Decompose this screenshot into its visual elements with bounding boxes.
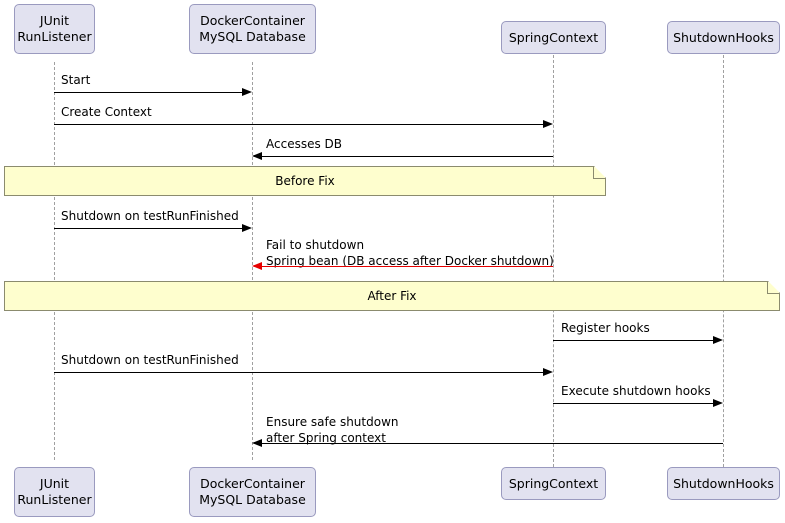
- participant-junit-bottom-label-line2: RunListener: [17, 492, 92, 507]
- note-band-after-fix-label: After Fix: [367, 289, 417, 303]
- message-label-ensure-safe-shutdown-line2: after Spring context: [266, 431, 386, 445]
- lifeline-docker: [252, 62, 253, 460]
- message-label-fail-to-shutdown-line2: Spring bean (DB access after Docker shut…: [266, 254, 554, 268]
- message-label-shutdown-after: Shutdown on testRunFinished: [61, 353, 239, 367]
- arrow-head-fail-to-shutdown: [252, 262, 262, 270]
- arrow-head-create-context: [543, 120, 553, 128]
- participant-junit-bottom[interactable]: JUnit RunListener: [14, 467, 95, 517]
- message-label-execute-shutdown-hooks: Execute shutdown hooks: [561, 384, 711, 398]
- message-line-shutdown-before: [54, 228, 243, 229]
- message-label-register-hooks: Register hooks: [561, 321, 650, 335]
- note-band-before-fix-label: Before Fix: [275, 174, 335, 188]
- message-label-start: Start: [61, 73, 91, 87]
- participant-junit-bottom-label-line1: JUnit: [39, 476, 70, 491]
- participant-hooks-bottom-label: ShutdownHooks: [673, 475, 774, 491]
- lifeline-spring: [553, 55, 554, 467]
- participant-spring-label: SpringContext: [508, 29, 599, 45]
- participant-hooks-label: ShutdownHooks: [673, 29, 774, 45]
- participant-spring-top[interactable]: SpringContext: [501, 21, 606, 54]
- arrow-head-shutdown-after: [543, 368, 553, 376]
- note-fold-corner-icon: [593, 166, 606, 179]
- lifeline-hooks: [723, 55, 724, 467]
- message-line-ensure-safe-shutdown: [262, 443, 723, 444]
- lifeline-junit: [54, 62, 55, 460]
- participant-hooks-top[interactable]: ShutdownHooks: [667, 21, 780, 54]
- participant-docker-bottom-label-line2: MySQL Database: [199, 492, 306, 507]
- participant-docker-top[interactable]: DockerContainer MySQL Database: [189, 4, 316, 54]
- message-label-ensure-safe-shutdown-line1: Ensure safe shutdown: [266, 415, 399, 429]
- arrow-head-start: [242, 88, 252, 96]
- message-line-execute-shutdown-hooks: [553, 403, 714, 404]
- message-line-register-hooks: [553, 340, 714, 341]
- participant-junit-label-line2: RunListener: [17, 29, 92, 44]
- note-band-before-fix: Before Fix: [4, 166, 606, 196]
- message-label-fail-to-shutdown-line1: Fail to shutdown: [266, 238, 365, 252]
- message-line-create-context: [54, 124, 544, 125]
- participant-docker-label-line1: DockerContainer: [200, 13, 305, 28]
- participant-junit-label-line1: JUnit: [39, 13, 70, 28]
- participant-spring-bottom-label: SpringContext: [508, 475, 599, 491]
- arrow-head-ensure-safe-shutdown: [252, 439, 262, 447]
- message-line-start: [54, 92, 243, 93]
- arrow-head-shutdown-before: [242, 224, 252, 232]
- participant-docker-bottom[interactable]: DockerContainer MySQL Database: [189, 467, 316, 517]
- arrow-head-accesses-db: [252, 152, 262, 160]
- note-band-after-fix: After Fix: [4, 281, 780, 311]
- arrow-head-register-hooks: [713, 336, 723, 344]
- message-line-fail-to-shutdown: [262, 266, 553, 267]
- participant-hooks-bottom[interactable]: ShutdownHooks: [667, 467, 780, 500]
- participant-spring-bottom[interactable]: SpringContext: [501, 467, 606, 500]
- message-line-shutdown-after: [54, 372, 544, 373]
- message-label-accesses-db: Accesses DB: [266, 137, 343, 151]
- message-line-accesses-db: [262, 156, 553, 157]
- arrow-head-execute-shutdown-hooks: [713, 399, 723, 407]
- participant-docker-bottom-label-line1: DockerContainer: [200, 476, 305, 491]
- participant-docker-label-line2: MySQL Database: [199, 29, 306, 44]
- message-label-shutdown-before: Shutdown on testRunFinished: [61, 209, 239, 223]
- message-label-create-context: Create Context: [61, 105, 152, 119]
- note-fold-corner-icon-2: [767, 281, 780, 294]
- participant-junit-top[interactable]: JUnit RunListener: [14, 4, 95, 54]
